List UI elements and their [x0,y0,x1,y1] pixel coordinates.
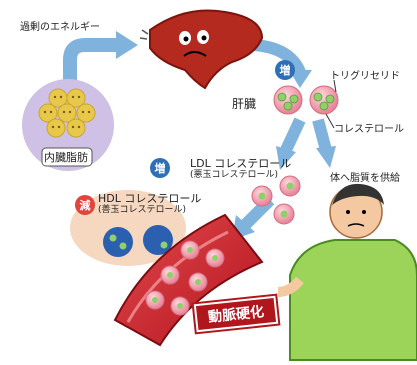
ldl-sub-label: (悪玉コレステロール) [190,171,278,180]
triglyceride-label: トリグリセリド [330,72,400,82]
supply-fat-label: 体へ脂質を供給 [330,174,400,184]
cholesterol-label: コレステロール [334,125,404,135]
decrease-badge-hdl: 減 [75,195,95,215]
excess-energy-label: 過剰のエネルギー [20,23,100,33]
increase-badge: 増 [275,60,295,80]
visceral-fat-label: 内臓脂肪 [44,152,88,163]
lipid-particles [274,80,338,128]
increase-badge-ldl: 増 [150,158,170,178]
liver-icon [140,10,262,88]
hdl-label: HDL コレステロール [98,193,201,204]
man-illustration [278,184,417,360]
ldl-label: LDL コレステロール [190,158,291,169]
hdl-sub-label: (善玉コレステロール) [98,206,186,215]
liver-label: 肝臓 [232,98,256,110]
